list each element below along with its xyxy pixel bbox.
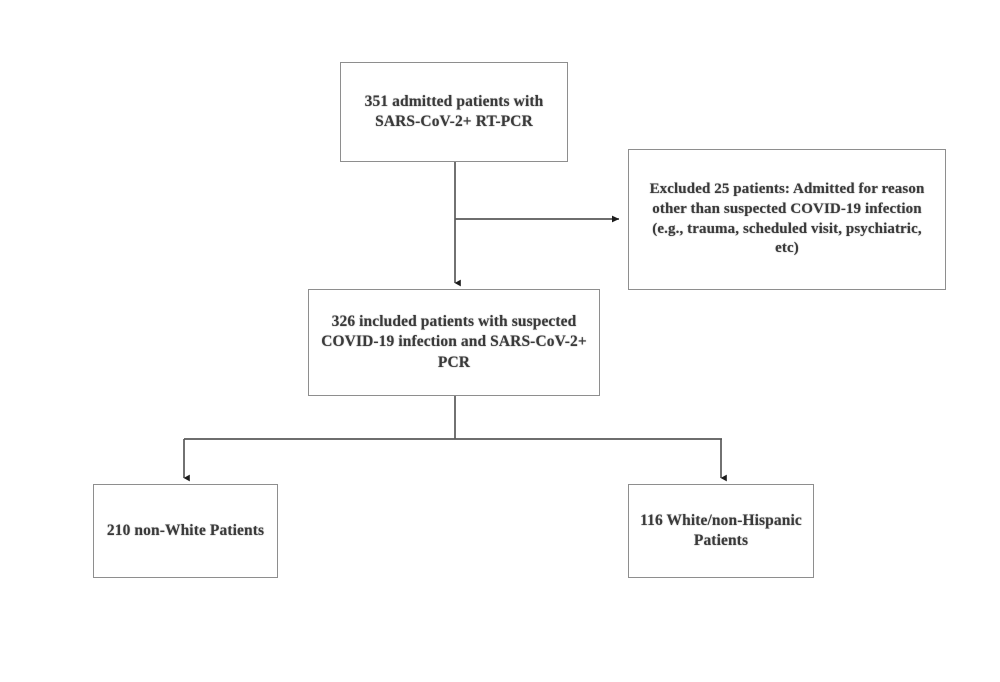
node-non-white-patients-label: 210 non-White Patients: [106, 521, 265, 539]
node-white-non-hispanic-patients-label: 116 White/non-Hispanic Patients: [640, 511, 802, 549]
node-admitted-patients: 351 admitted patients with SARS-CoV-2+ R…: [340, 62, 568, 162]
node-excluded-patients-label: Excluded 25 patients: Admitted for reaso…: [649, 180, 925, 257]
node-admitted-patients-label: 351 admitted patients with SARS-CoV-2+ R…: [364, 92, 544, 130]
node-white-non-hispanic-patients: 116 White/non-Hispanic Patients: [628, 484, 814, 578]
node-included-patients: 326 included patients with suspected COV…: [308, 289, 600, 396]
node-excluded-patients: Excluded 25 patients: Admitted for reaso…: [628, 149, 946, 290]
node-non-white-patients: 210 non-White Patients: [93, 484, 278, 578]
node-included-patients-label: 326 included patients with suspected COV…: [321, 312, 587, 371]
